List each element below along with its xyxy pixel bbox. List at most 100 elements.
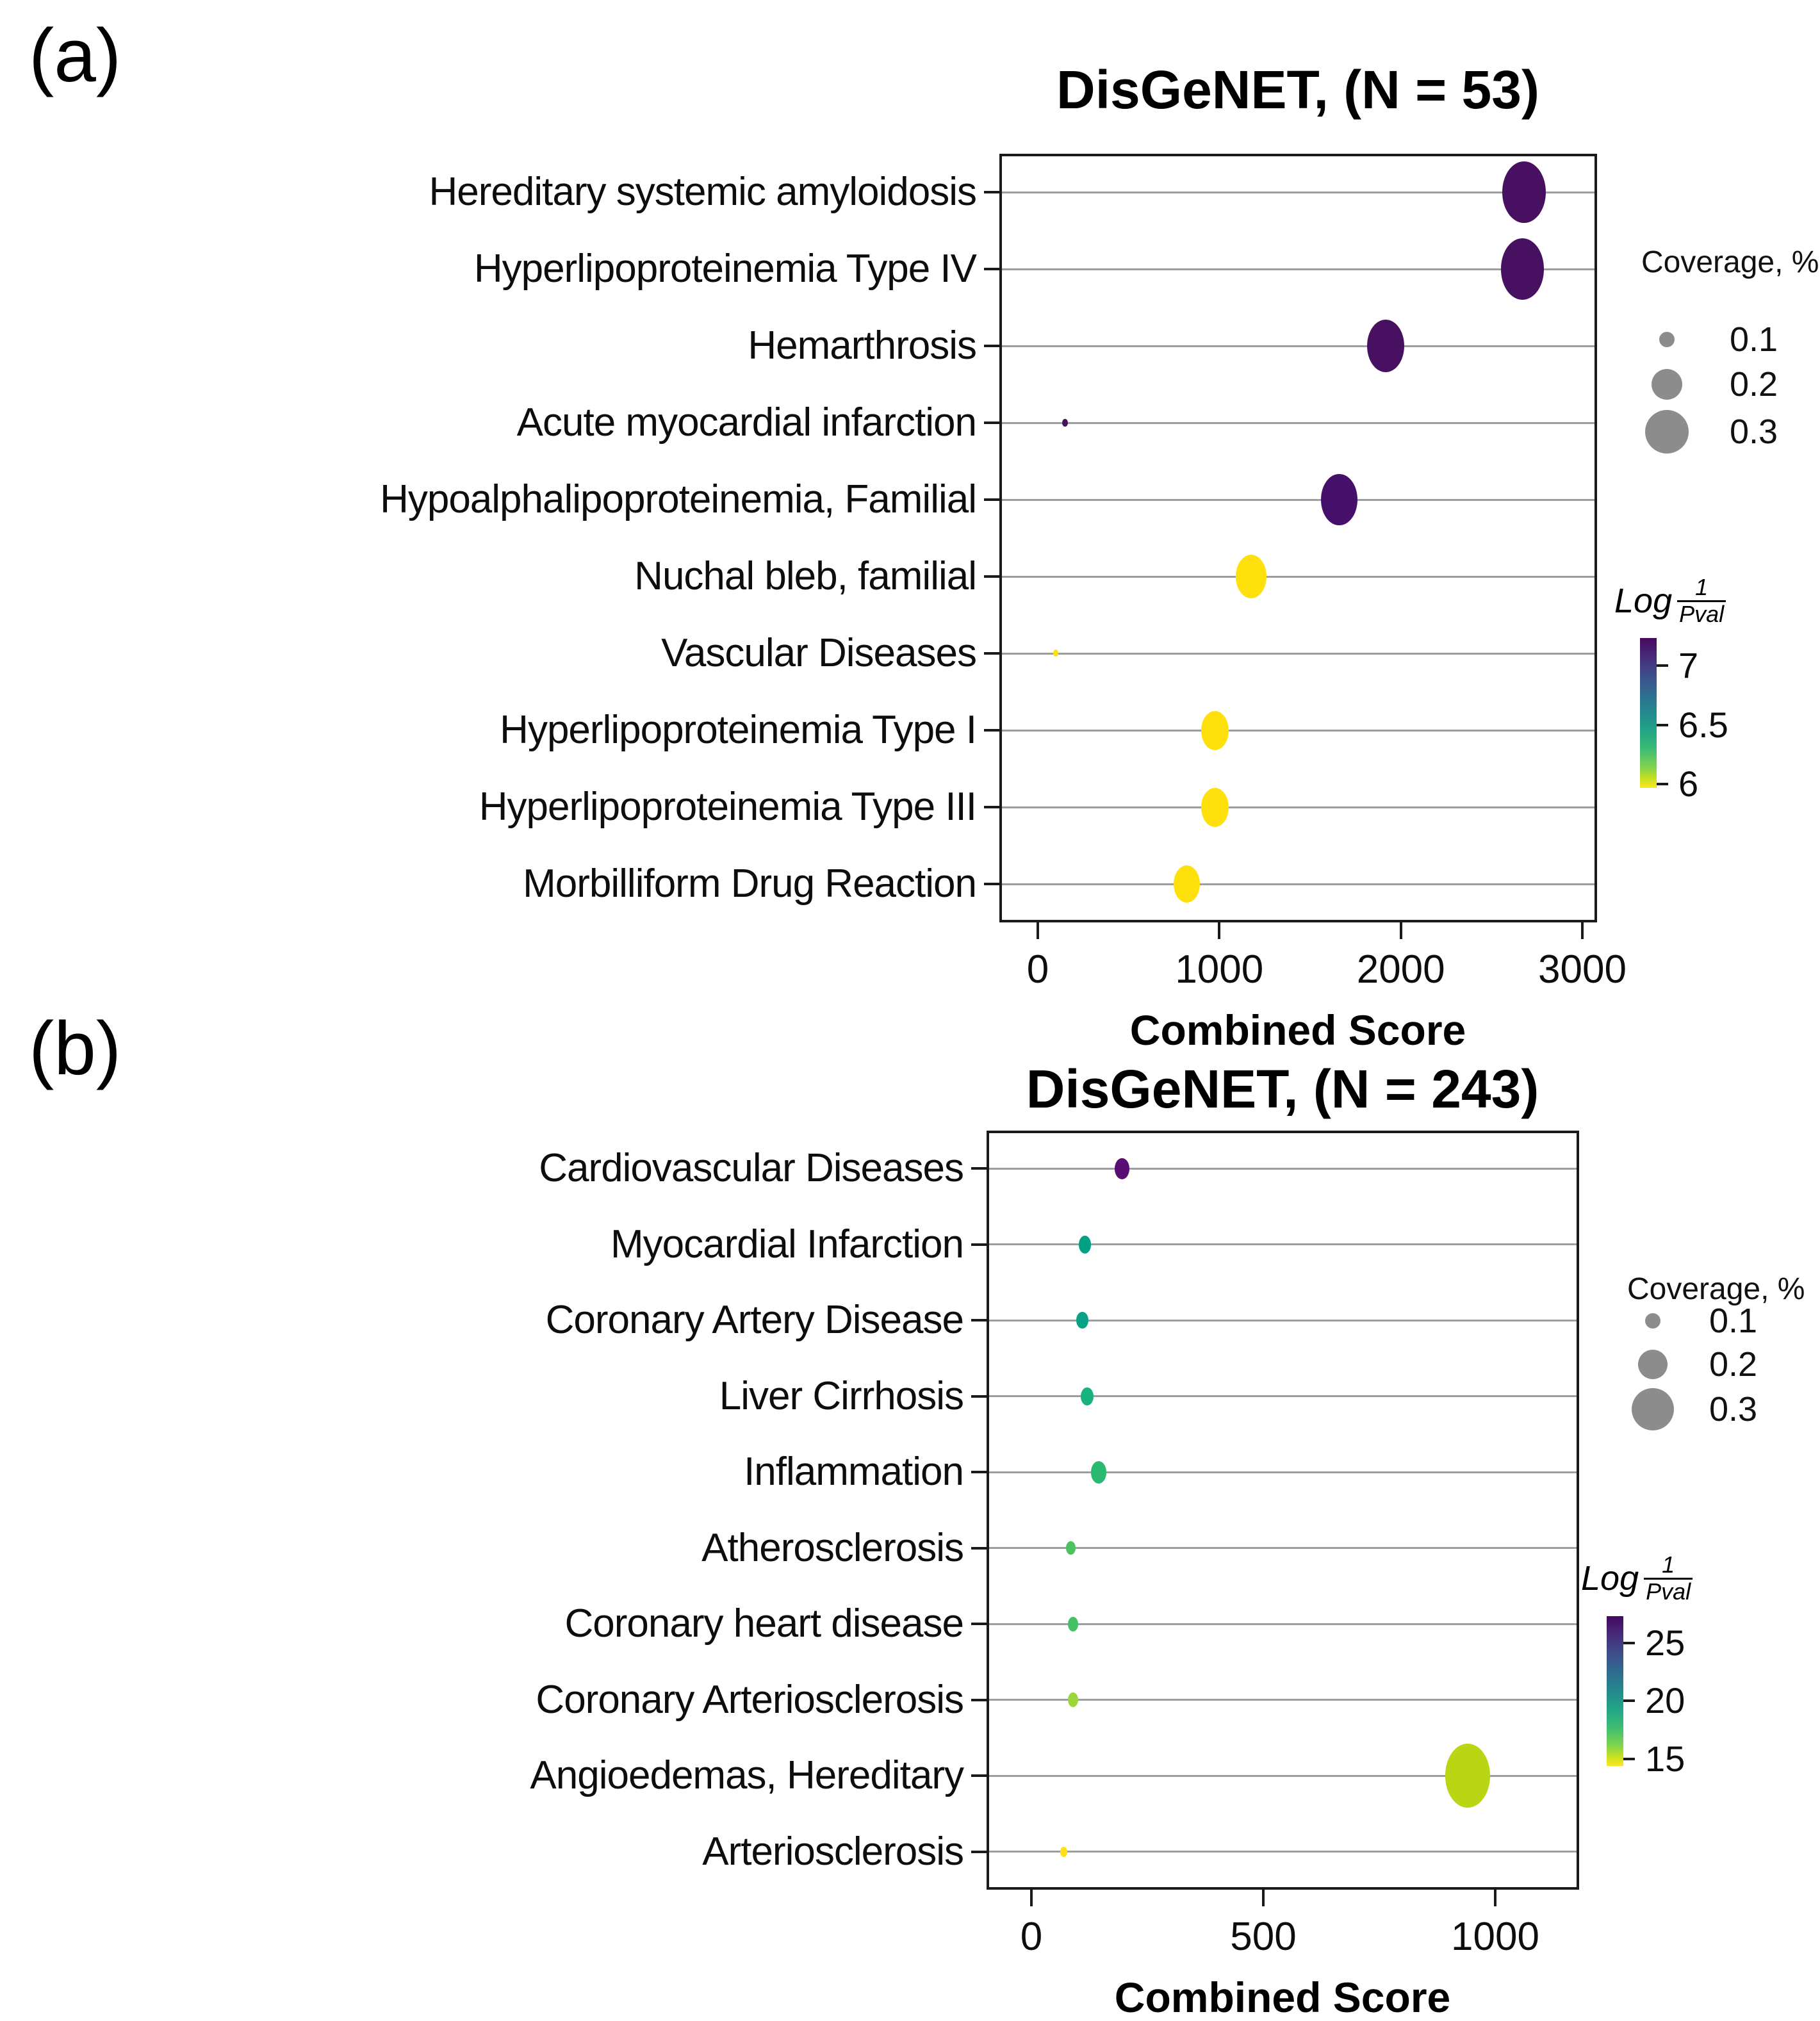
data-bubble xyxy=(1053,650,1059,657)
y-axis-category-label: Myocardial Infarction xyxy=(610,1222,964,1266)
x-tick xyxy=(1262,1890,1265,1906)
data-bubble xyxy=(1500,238,1545,300)
y-tick xyxy=(984,498,999,501)
y-tick xyxy=(971,1319,987,1322)
y-tick xyxy=(984,268,999,270)
data-bubble xyxy=(1076,1312,1088,1329)
y-axis-category-label: Hyperlipoproteinemia Type I xyxy=(500,708,977,752)
gridline xyxy=(1002,498,1595,501)
panel-a-label: (a) xyxy=(29,13,122,98)
gridline xyxy=(1002,652,1595,655)
data-bubble xyxy=(1078,1235,1092,1254)
data-bubble xyxy=(1366,319,1404,373)
colorbar-gradient xyxy=(1640,638,1657,788)
colorbar-tick xyxy=(1657,783,1668,786)
y-axis-category-label: Inflammation xyxy=(744,1450,964,1494)
data-bubble xyxy=(1445,1744,1490,1808)
y-axis-category-label: Coronary Arteriosclerosis xyxy=(536,1677,964,1722)
y-axis-category-label: Hyperlipoproteinemia Type III xyxy=(479,785,977,829)
gridline xyxy=(989,1774,1577,1777)
y-tick xyxy=(971,1546,987,1550)
data-bubble xyxy=(1114,1158,1129,1179)
coverage-legend-title: Coverage, % xyxy=(1641,245,1819,279)
gridline xyxy=(1002,268,1595,270)
y-axis-category-label: Vascular Diseases xyxy=(661,631,977,675)
y-tick xyxy=(984,575,999,578)
y-axis-category-label: Acute myocardial infarction xyxy=(516,400,977,445)
y-axis-category-label: Liver Cirrhosis xyxy=(719,1373,964,1418)
x-tick-label: 0 xyxy=(1020,1915,1043,1959)
colorbar-tick xyxy=(1623,1758,1635,1761)
x-tick xyxy=(1218,922,1221,939)
colorbar-tick xyxy=(1657,664,1668,667)
coverage-legend-value: 0.2 xyxy=(1709,1345,1758,1384)
colorbar-fraction-numerator: 1 xyxy=(1695,574,1709,600)
y-axis-category-label: Arteriosclerosis xyxy=(702,1829,964,1874)
gridline xyxy=(989,1167,1577,1170)
colorbar-tick-label: 25 xyxy=(1645,1622,1685,1663)
x-tick-label: 500 xyxy=(1230,1915,1297,1959)
gridline xyxy=(989,1319,1577,1321)
y-axis-category-label: Coronary heart disease xyxy=(564,1601,964,1646)
colorbar-tick-label: 6 xyxy=(1678,764,1699,805)
coverage-legend-value: 0.1 xyxy=(1709,1302,1758,1340)
colorbar-fraction-denominator: Pval xyxy=(1644,1577,1693,1605)
x-tick xyxy=(1399,922,1402,939)
data-bubble xyxy=(1201,710,1229,750)
y-axis-category-label: Coronary Artery Disease xyxy=(545,1298,964,1343)
data-bubble xyxy=(1068,1692,1079,1708)
chart-title: DisGeNET, (N = 53) xyxy=(1056,60,1539,120)
y-tick xyxy=(984,883,999,885)
data-bubble xyxy=(1081,1387,1094,1405)
y-tick xyxy=(971,1167,987,1170)
coverage-legend-bubble xyxy=(1645,1313,1660,1329)
data-bubble xyxy=(1060,1846,1068,1857)
gridline xyxy=(1002,575,1595,578)
data-bubble xyxy=(1173,865,1200,903)
gridline xyxy=(989,1547,1577,1550)
y-axis-category-label: Hypoalphalipoproteinemia, Familial xyxy=(380,477,977,521)
data-bubble xyxy=(1066,1541,1076,1555)
gridline xyxy=(1002,806,1595,808)
x-tick-label: 1000 xyxy=(1175,947,1264,992)
colorbar-tick xyxy=(1623,1641,1635,1644)
y-tick xyxy=(971,1698,987,1701)
x-tick xyxy=(1037,922,1039,939)
gridline xyxy=(989,1243,1577,1246)
y-axis-category-label: Angioedemas, Hereditary xyxy=(530,1753,964,1798)
colorbar-title-log: Log xyxy=(1581,1559,1639,1598)
y-tick xyxy=(971,1774,987,1778)
gridline xyxy=(989,1471,1577,1473)
x-tick xyxy=(1494,1890,1496,1906)
gridline xyxy=(1002,729,1595,732)
y-axis-category-label: Hereditary systemic amyloidosis xyxy=(429,170,977,214)
y-axis-category-label: Cardiovascular Diseases xyxy=(539,1146,964,1191)
y-tick xyxy=(984,806,999,808)
y-axis-category-label: Atherosclerosis xyxy=(701,1525,964,1570)
gridline xyxy=(989,1851,1577,1853)
y-tick xyxy=(984,345,999,347)
gridline xyxy=(989,1623,1577,1625)
y-tick xyxy=(971,1471,987,1474)
coverage-legend-bubble xyxy=(1652,369,1682,400)
data-bubble xyxy=(1235,554,1267,599)
chart-title: DisGeNET, (N = 243) xyxy=(1026,1059,1539,1119)
colorbar-title-log: Log xyxy=(1614,582,1673,621)
coverage-legend-value: 0.3 xyxy=(1730,413,1778,451)
coverage-legend-bubble xyxy=(1659,332,1675,347)
x-tick-label: 2000 xyxy=(1356,947,1445,992)
colorbar-gradient xyxy=(1607,1616,1623,1766)
gridline xyxy=(1002,345,1595,347)
x-axis-title: Combined Score xyxy=(1114,1974,1451,2021)
coverage-legend-title: Coverage, % xyxy=(1627,1272,1805,1306)
y-tick xyxy=(971,1243,987,1246)
y-tick xyxy=(971,1623,987,1626)
gridline xyxy=(1002,883,1595,885)
gridline xyxy=(989,1699,1577,1701)
x-tick xyxy=(1581,922,1584,939)
